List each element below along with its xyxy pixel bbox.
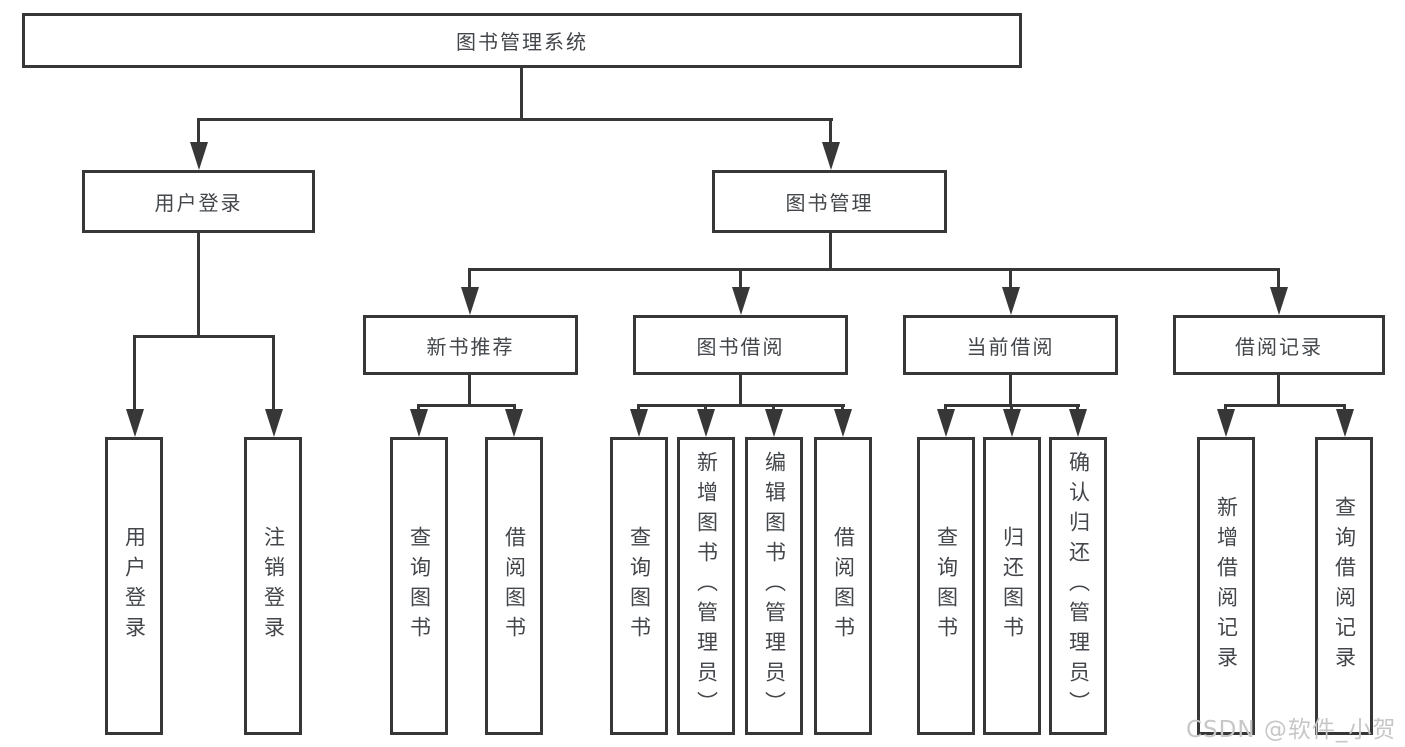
arrow-down-icon bbox=[1217, 409, 1235, 437]
arrow-down-icon bbox=[630, 409, 648, 437]
node-label: 借阅图书 bbox=[831, 526, 856, 646]
arrow-down-icon bbox=[505, 409, 523, 437]
connector-group1-branch bbox=[133, 335, 275, 338]
connector-drop bbox=[1009, 268, 1012, 290]
connector-drop bbox=[739, 268, 742, 290]
connector-current-borrow-stub bbox=[1009, 375, 1012, 406]
leaf-add-borrow-record: 新增借阅记录 bbox=[1197, 437, 1255, 735]
node-label: 编辑图书（管理员） bbox=[762, 451, 787, 721]
arrow-down-icon bbox=[732, 287, 750, 315]
connector-group3-branch bbox=[637, 404, 845, 407]
connector-drop bbox=[133, 335, 136, 411]
node-label: 借阅记录 bbox=[1235, 334, 1323, 359]
leaf-confirm-return-admin: 确认归还（管理员） bbox=[1049, 437, 1107, 735]
node-label: 图书管理系统 bbox=[456, 30, 588, 54]
node-label: 注销登录 bbox=[261, 526, 286, 646]
node-label: 查询图书 bbox=[627, 526, 652, 646]
csdn-watermark: CSDN @软件_小贺同学 bbox=[1186, 717, 1397, 743]
arrow-down-icon bbox=[410, 409, 428, 437]
connector-group2-branch bbox=[417, 404, 516, 407]
node-root: 图书管理系统 bbox=[22, 13, 1022, 68]
node-label: 图书借阅 bbox=[696, 334, 785, 359]
arrow-down-icon bbox=[1003, 409, 1021, 437]
leaf-logout: 注销登录 bbox=[244, 437, 302, 735]
arrow-down-icon bbox=[1002, 287, 1020, 315]
leaf-query-books: 查询图书 bbox=[917, 437, 975, 735]
node-label: 查询借阅记录 bbox=[1332, 496, 1357, 676]
node-new-book-recommend: 新书推荐 bbox=[363, 315, 578, 375]
node-current-borrow: 当前借阅 bbox=[903, 315, 1118, 375]
node-label: 新书推荐 bbox=[426, 334, 515, 359]
leaf-query-books: 查询图书 bbox=[610, 437, 668, 735]
arrow-down-icon bbox=[190, 142, 208, 170]
leaf-borrow-books: 借阅图书 bbox=[814, 437, 872, 735]
leaf-edit-books-admin: 编辑图书（管理员） bbox=[745, 437, 803, 735]
connector-level2-branch bbox=[197, 118, 833, 121]
node-label: 查询图书 bbox=[934, 526, 959, 646]
node-label: 用户登录 bbox=[122, 526, 147, 646]
connector-drop bbox=[197, 118, 200, 148]
node-user-login: 用户登录 bbox=[82, 170, 315, 233]
node-label: 借阅图书 bbox=[502, 526, 527, 646]
leaf-add-books-admin: 新增图书（管理员） bbox=[677, 437, 735, 735]
arrow-down-icon bbox=[822, 142, 840, 170]
connector-root-stub bbox=[520, 68, 523, 120]
node-label: 新增图书（管理员） bbox=[694, 451, 719, 721]
arrow-down-icon bbox=[1336, 409, 1354, 437]
arrow-down-icon bbox=[937, 409, 955, 437]
node-book-borrow: 图书借阅 bbox=[633, 315, 848, 375]
leaf-query-books: 查询图书 bbox=[390, 437, 448, 735]
arrow-down-icon bbox=[461, 287, 479, 315]
connector-book-borrow-stub bbox=[739, 375, 742, 406]
node-label: 确认归还（管理员） bbox=[1066, 451, 1091, 721]
connector-new-books-stub bbox=[468, 375, 471, 406]
connector-drop bbox=[272, 335, 275, 411]
connector-records-stub bbox=[1277, 375, 1280, 406]
connector-group5-branch bbox=[1224, 404, 1346, 407]
arrow-down-icon bbox=[697, 409, 715, 437]
node-label: 图书管理 bbox=[785, 191, 874, 215]
arrow-down-icon bbox=[265, 409, 283, 437]
arrow-down-icon bbox=[1270, 287, 1288, 315]
node-book-management: 图书管理 bbox=[712, 170, 947, 233]
node-label: 归还图书 bbox=[1000, 526, 1025, 646]
node-label: 当前借阅 bbox=[966, 334, 1055, 359]
node-label: 查询图书 bbox=[407, 526, 432, 646]
leaf-return-books: 归还图书 bbox=[983, 437, 1041, 735]
leaf-borrow-books: 借阅图书 bbox=[485, 437, 543, 735]
leaf-query-borrow-record: 查询借阅记录 bbox=[1315, 437, 1373, 735]
arrow-down-icon bbox=[765, 409, 783, 437]
connector-drop bbox=[1277, 268, 1280, 290]
connector-book-mgmt-stub bbox=[829, 233, 832, 270]
connector-drop bbox=[829, 118, 832, 148]
node-label: 新增借阅记录 bbox=[1214, 496, 1239, 676]
node-borrow-records: 借阅记录 bbox=[1173, 315, 1385, 375]
node-label: 用户登录 bbox=[154, 191, 243, 215]
connector-user-login-stub bbox=[197, 233, 200, 337]
connector-level3-branch bbox=[468, 268, 1280, 271]
leaf-user-login: 用户登录 bbox=[105, 437, 163, 735]
arrow-down-icon bbox=[1069, 409, 1087, 437]
arrow-down-icon bbox=[834, 409, 852, 437]
connector-drop bbox=[468, 268, 471, 290]
arrow-down-icon bbox=[126, 409, 144, 437]
